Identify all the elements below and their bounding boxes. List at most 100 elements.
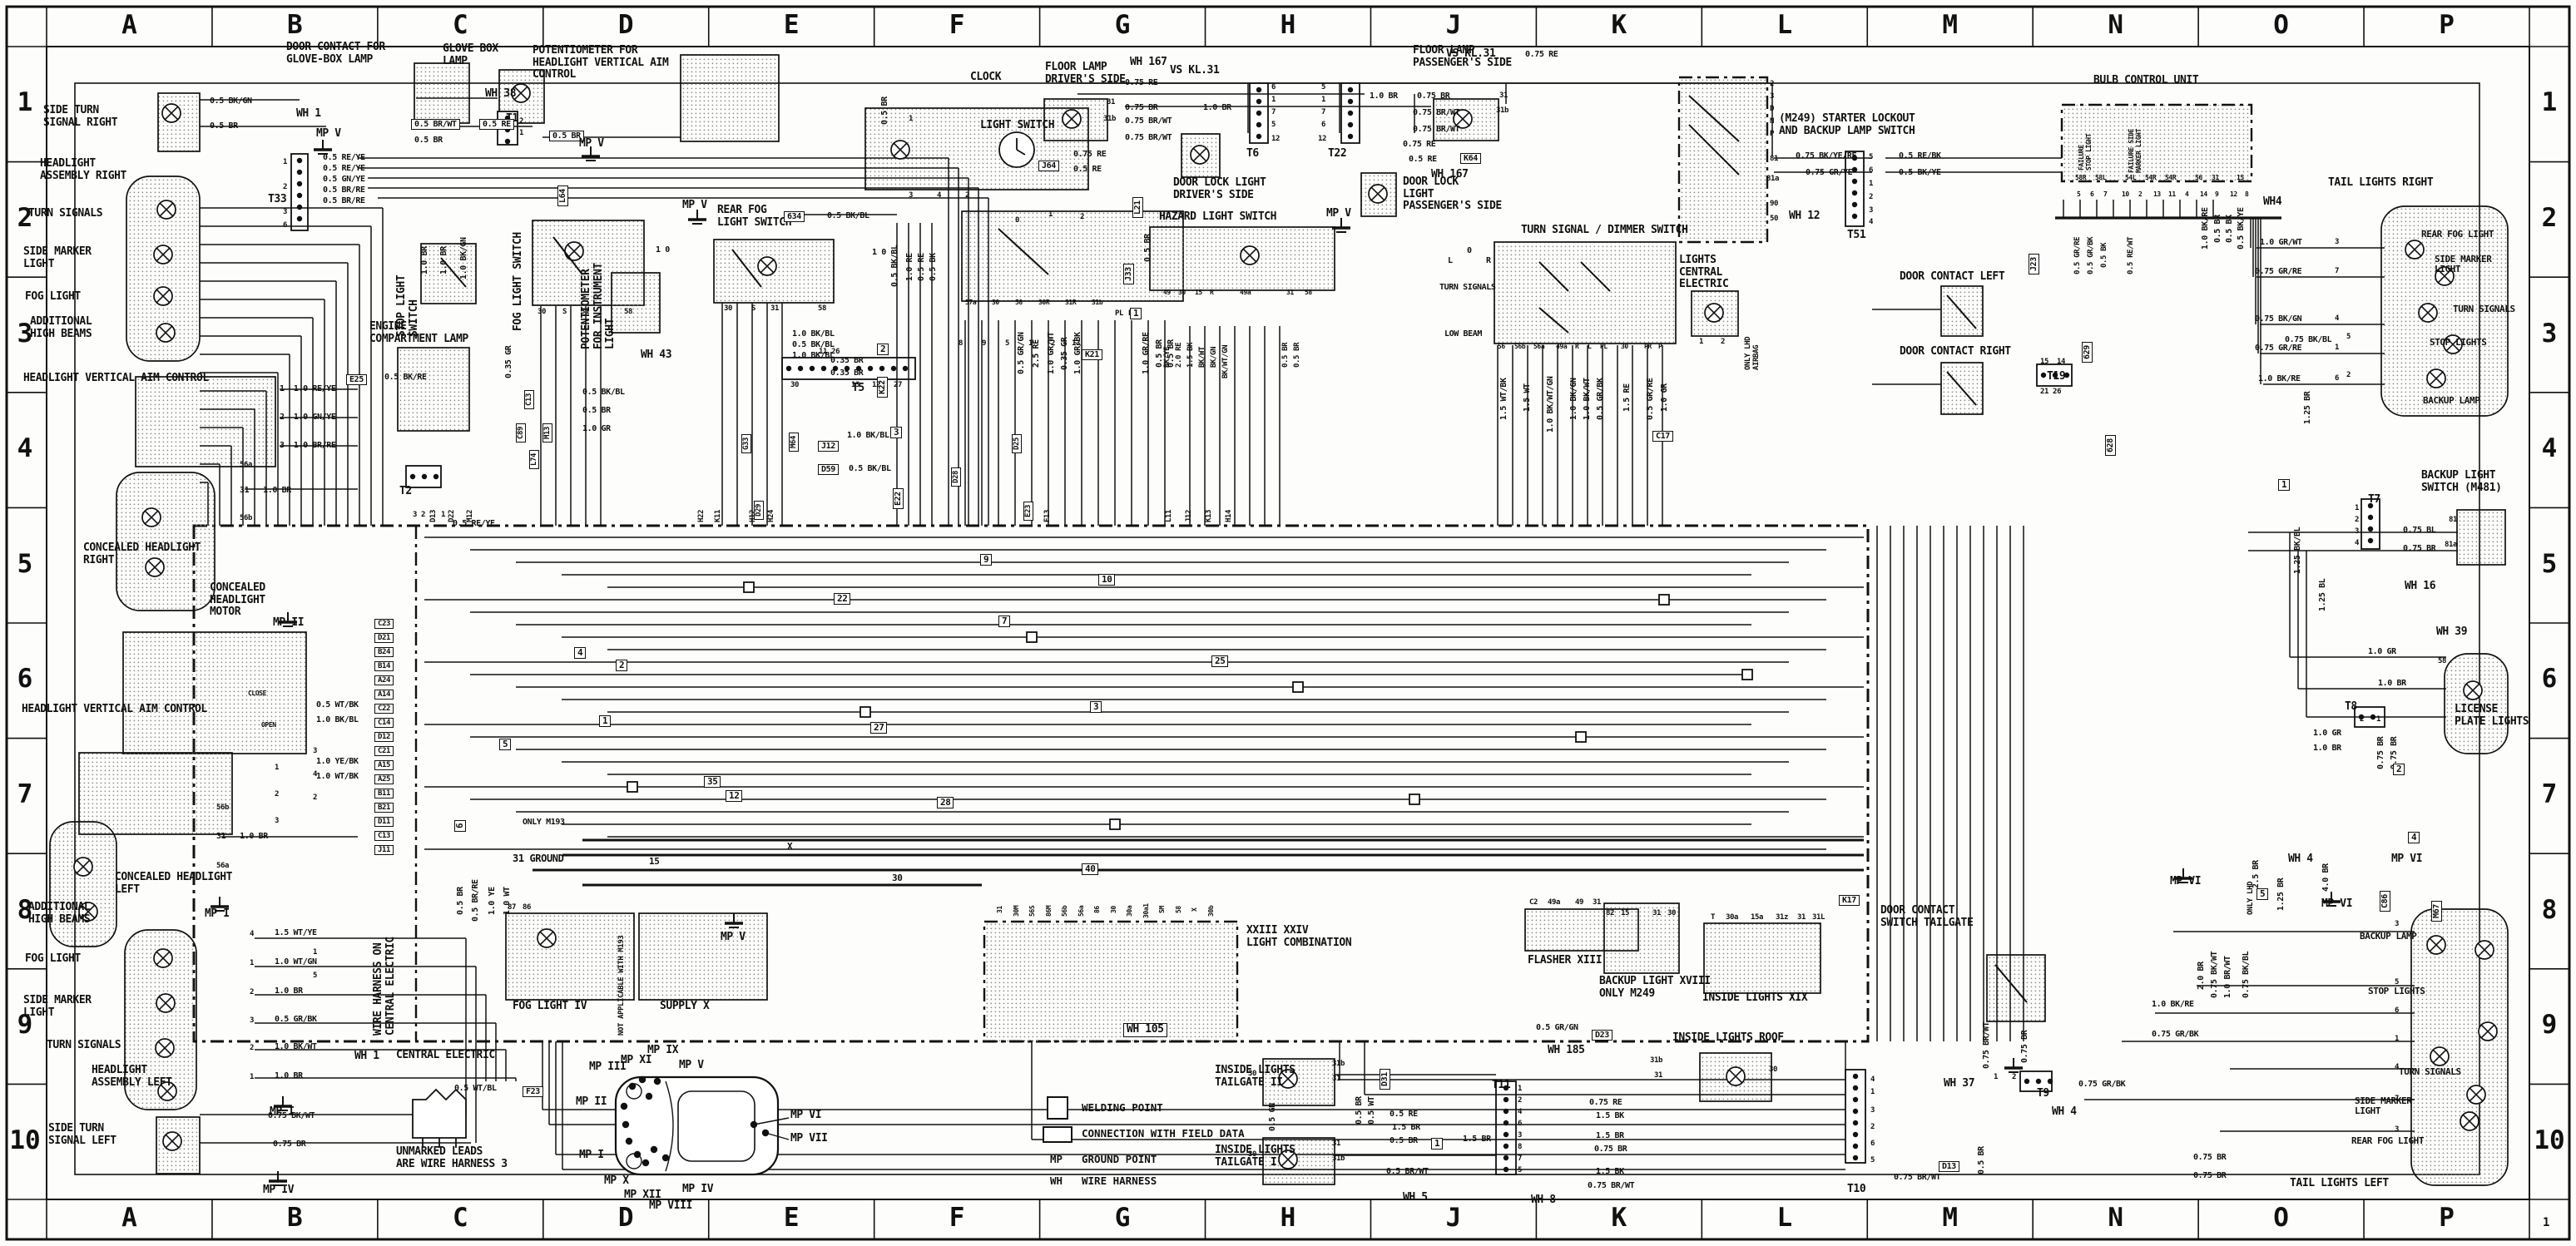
diagram-label: 58 <box>2438 657 2447 665</box>
grid-col-bottom: A <box>121 1203 137 1234</box>
diagram-label: T9 <box>2037 1087 2049 1100</box>
reference-tag: J12 <box>818 441 839 452</box>
diagram-label: 1.5 BR <box>1392 1123 1420 1132</box>
diagram-label: 30 <box>1248 1150 1257 1159</box>
diagram-label: 7 <box>1518 1155 1523 1163</box>
diagram-label: WH 39 <box>2436 625 2468 638</box>
reference-tag: 12 <box>726 790 743 803</box>
diagram-label: ENGINE COMPARTMENT LAMP <box>369 320 468 345</box>
diagram-label: 7 <box>1321 108 1326 116</box>
reference-tag: 5 <box>2256 888 2269 901</box>
diagram-label: 1 1.0 RE/YE <box>280 384 336 393</box>
diagram-label: 1 <box>1870 1088 1875 1096</box>
reference-tag: B21 <box>374 803 394 813</box>
diagram-label: 3 <box>2395 1125 2400 1134</box>
diagram-label: MP X <box>604 1174 629 1187</box>
diagram-label: 0.75 BR <box>2020 1030 2029 1063</box>
diagram-label: L <box>1588 343 1592 350</box>
diagram-label: MP XI <box>621 1054 652 1066</box>
diagram-label: 0.5 BR <box>582 406 611 415</box>
diagram-label: BACKUP LAMP <box>2360 931 2417 942</box>
diagram-label: 0.75 BR <box>1417 91 1450 101</box>
diagram-label: CLOCK <box>970 71 1002 83</box>
reference-tag: E22 <box>893 488 904 509</box>
diagram-label: FOG LIGHT SWITCH <box>512 232 524 331</box>
diagram-label: MP V <box>579 137 604 150</box>
diagram-label: 0.5 RE <box>917 253 926 281</box>
grid-row-left: 8 <box>17 894 33 925</box>
diagram-label: 1 <box>1869 180 1874 188</box>
reference-tag: J64 <box>1038 161 1059 172</box>
diagram-label: 1.0 BR <box>2313 744 2341 753</box>
diagram-label: 2 <box>283 183 288 191</box>
diagram-label: 30 <box>724 304 733 313</box>
diagram-label: 5 <box>1271 121 1276 129</box>
diagram-label: R <box>1575 343 1579 350</box>
diagram-label: 0.75 BK/GN <box>2255 314 2302 324</box>
diagram-label: 90 <box>1770 200 1779 208</box>
reference-tag: G33 <box>741 433 752 453</box>
diagram-label: 1 <box>1321 96 1326 104</box>
diagram-label: MP I <box>579 1149 604 1161</box>
diagram-label: 0.75 BR <box>2193 1153 2227 1162</box>
diagram-label: SIDE TURN SIGNAL RIGHT <box>43 104 118 129</box>
diagram-label: 30 <box>1621 343 1628 350</box>
diagram-label: 56b <box>1061 905 1068 917</box>
car-top-view <box>614 1075 790 1176</box>
diagram-label: 3 <box>275 817 280 825</box>
legend-wh-label: WIRE HARNESS <box>1082 1174 1157 1187</box>
diagram-label: ADDITIONAL HIGH BEAMS <box>30 315 92 340</box>
diagram-label: 1.0 BK/BL <box>316 715 359 724</box>
diagram-label: BK/WT/GN <box>1221 344 1230 378</box>
reference-tag: J23 <box>2029 254 2040 274</box>
diagram-label: 0.5 GR/GN <box>1536 1023 1578 1032</box>
diagram-label: 31 <box>1797 913 1806 922</box>
reference-tag: 1 <box>599 715 612 728</box>
diagram-label: 1.0 YE/BK <box>316 757 359 766</box>
diagram-label: 0 <box>1467 246 1472 255</box>
diagram-label: 0.75 BK/BL <box>2242 951 2251 998</box>
diagram-label: 0.5 RE/BK <box>1899 151 1941 161</box>
diagram-label: 1.0 BR <box>1203 103 1231 112</box>
diagram-label: K13 <box>1205 509 1213 522</box>
diagram-label: 1 <box>1994 1073 1999 1081</box>
reference-tag: E23 <box>1023 501 1034 521</box>
diagram-label: TAIL LIGHTS RIGHT <box>2328 176 2434 189</box>
diagram-label: LIGHT SWITCH <box>980 119 1055 131</box>
diagram-label: INSIDE LIGHTS XIX <box>1702 991 1808 1004</box>
diagram-label: 4 <box>2335 314 2340 323</box>
diagram-label: 1 <box>283 158 288 166</box>
diagram-label: 8 <box>1518 1143 1523 1151</box>
diagram-label: 0.5 WT/BL <box>454 1084 497 1093</box>
diagram-label: T7 <box>2368 493 2380 506</box>
diagram-label: 56a <box>1533 343 1545 350</box>
diagram-label: 1.0 BK/WT <box>1583 378 1592 420</box>
diagram-label: DOOR CONTACT LEFT <box>1900 270 2005 283</box>
diagram-label: 1 <box>2395 1035 2400 1043</box>
diagram-label: STOP LIGHTS <box>2430 337 2487 348</box>
diagram-label: R <box>1210 289 1214 296</box>
reference-tag: 28 <box>937 797 954 809</box>
diagram-label: 0.5 GN/YE <box>323 175 365 184</box>
diagram-label: 1.5 BR <box>1596 1131 1624 1140</box>
diagram-label: 15 <box>2237 174 2244 181</box>
diagram-label: 0.5 RE/YE <box>453 519 495 528</box>
diagram-label: 0.5 BK/BL <box>849 464 891 473</box>
reference-tag: J33 <box>1123 264 1135 284</box>
diagram-label: 81 <box>2449 516 2458 524</box>
diagram-label: CONCEALED HEADLIGHT LEFT <box>115 871 233 896</box>
diagram-label: 30 <box>1769 1066 1778 1074</box>
grid-col-bottom: C <box>452 1203 468 1234</box>
diagram-label: 1.0 GR <box>1660 383 1669 412</box>
diagram-label: 31L <box>1812 913 1825 922</box>
reference-tag: M13 <box>542 423 553 443</box>
diagram-label: 0.5 BK <box>2100 242 2108 268</box>
diagram-label: 1 <box>250 1073 255 1081</box>
diagram-label: 2 <box>1080 213 1085 221</box>
diagram-label: 81a <box>1766 175 1780 183</box>
diagram-label: T33 <box>268 193 287 205</box>
diagram-label: C2 <box>1529 898 1538 907</box>
reference-tag: C13 <box>374 831 394 842</box>
grid-col-top: C <box>452 10 468 41</box>
diagram-label: REAR FOG LIGHT SWITCH <box>717 204 792 229</box>
